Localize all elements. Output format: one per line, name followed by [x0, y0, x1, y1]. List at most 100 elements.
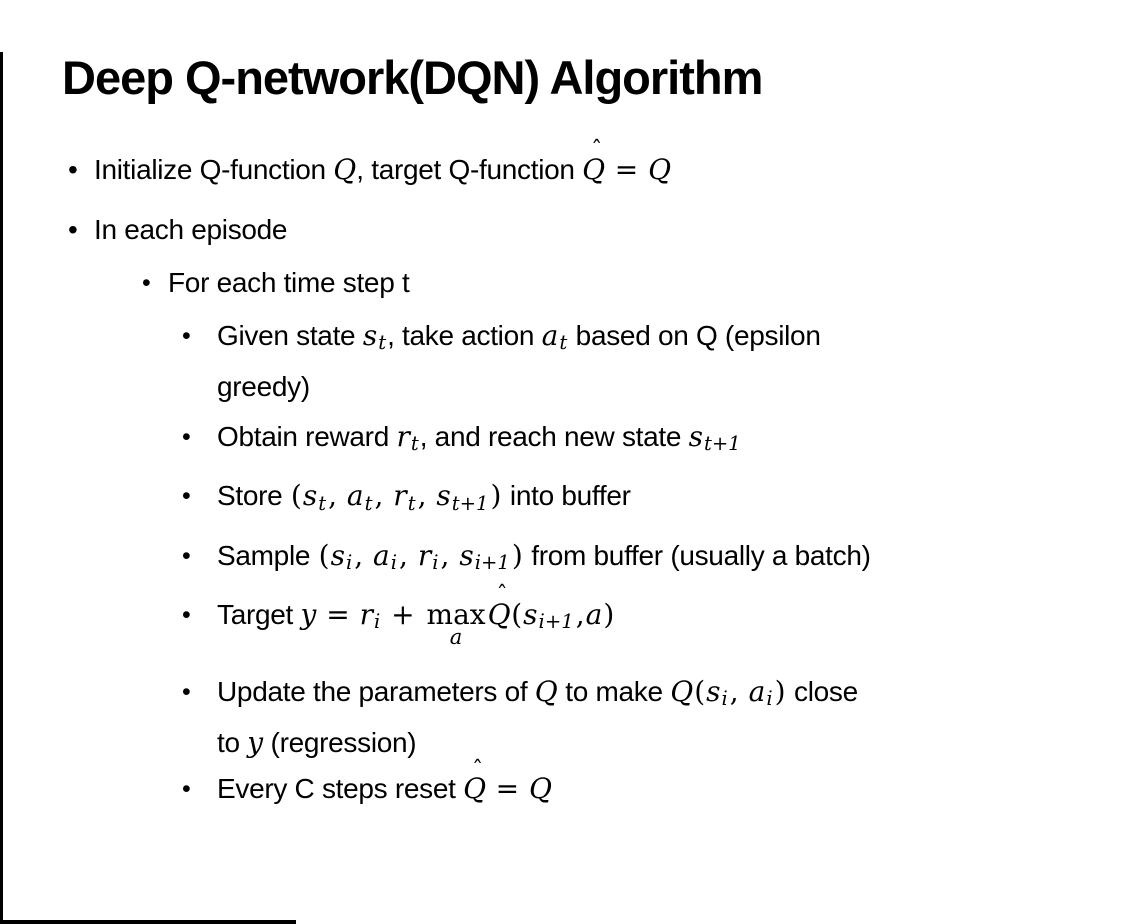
math-operator: )	[490, 479, 502, 513]
bullet-item: • In each episode	[0, 208, 1124, 252]
text-segment: into buffer	[502, 480, 631, 512]
math-variable: s	[362, 318, 378, 352]
math-variable: Q	[333, 152, 357, 186]
max-under-variable: a	[449, 624, 463, 649]
math-variable: s	[706, 675, 721, 709]
math-operator: (	[318, 538, 330, 572]
max-label: max	[426, 597, 486, 631]
text-segment: based on Q (epsilon	[568, 319, 821, 351]
math-variable: a	[541, 318, 559, 352]
bullet-item: •For each time step t	[0, 261, 1124, 305]
math-subscript: t	[364, 491, 373, 515]
math-operator: ,	[399, 538, 417, 572]
math-variable: r	[359, 597, 373, 631]
hat-icon: ˆ	[472, 756, 483, 783]
math-variable: a	[373, 538, 390, 572]
math-subscript: t	[559, 330, 568, 354]
bullet-item: • Update the parameters of Q to make Q(si…	[0, 670, 1124, 765]
math-variable: y	[247, 726, 264, 760]
bullet-item: •Given state st, take action at based on…	[0, 314, 1124, 409]
math-subscript: t+1	[451, 491, 489, 515]
math-subscript: i	[373, 610, 381, 634]
math-operator: =	[317, 597, 359, 631]
bullet-text: Initialize Q-function Q, target Q-functi…	[94, 138, 672, 192]
math-operator: )	[774, 675, 786, 709]
math-operator: )	[603, 597, 615, 631]
bullet-icon: •	[182, 541, 191, 570]
math-operator: ,	[374, 479, 393, 513]
math-operator: ,	[417, 479, 436, 513]
bullet-list: • Initialize Q-function Q, target Q-funct…	[0, 138, 1124, 812]
math-subscript: t	[378, 330, 387, 354]
bullet-text: Store (st, at, rt, st+1) into buffer	[217, 474, 631, 525]
math-variable: Q	[670, 675, 694, 709]
text-segment: Given state	[217, 319, 363, 351]
text-segment: (regression)	[263, 727, 417, 759]
math-variable: s	[436, 479, 451, 513]
bottom-edge-line	[0, 920, 296, 924]
hat-icon: ˆ	[591, 136, 602, 163]
math-variable: s	[459, 538, 474, 572]
math-variable: s	[688, 419, 703, 453]
text-segment: Sample	[217, 539, 318, 571]
text-segment: For each time step t	[168, 266, 410, 298]
math-variable: s	[302, 479, 318, 513]
text-segment: to	[217, 727, 248, 759]
math-operator: ,	[440, 538, 459, 572]
math-operator: =	[605, 152, 648, 186]
math-variable: Q	[534, 675, 558, 709]
text-segment: Every C steps reset	[217, 773, 464, 805]
math-variable: Q	[463, 772, 486, 806]
bullet-item: • Initialize Q-function Q, target Q-funct…	[0, 138, 1124, 192]
math-subscript: i	[766, 687, 773, 711]
bullet-icon: •	[68, 213, 78, 245]
math-variable: Q	[582, 152, 605, 186]
text-segment: Initialize Q-function	[94, 153, 334, 185]
math-subscript: t+1	[704, 432, 741, 456]
math-operator: ,	[729, 675, 748, 709]
bullet-icon: •	[68, 153, 78, 185]
math-subscript: t	[410, 432, 419, 456]
math-variable: r	[393, 479, 407, 513]
bullet-text: Given state st, take action at based on …	[217, 314, 821, 409]
math-operator: (	[694, 675, 706, 709]
math-variable: Q	[648, 152, 672, 186]
text-segment: close	[786, 676, 858, 708]
bullet-item: •Obtain reward rt, and reach new state s…	[0, 415, 1124, 466]
bullet-icon: •	[182, 482, 191, 511]
bullet-text: In each episode	[94, 208, 288, 252]
text-segment: Store	[217, 480, 290, 512]
math-subscript: i	[721, 687, 728, 711]
bullet-text: Update the parameters of Q to make Q(si,…	[217, 670, 858, 765]
bullet-text: Sample (si, ai, ri, si+1) from buffer (u…	[217, 534, 871, 585]
math-operator: =	[486, 772, 529, 806]
math-variable: a	[585, 597, 603, 631]
bullet-item: • Store (st, at, rt, st+1) into buffer	[0, 474, 1124, 525]
bullet-text: Obtain reward rt, and reach new state st…	[217, 415, 742, 466]
math-operator: ,	[575, 597, 585, 631]
bullet-text: For each time step t	[168, 261, 410, 305]
math-operator: ,	[328, 479, 346, 513]
math-operator: )	[511, 538, 523, 572]
bullet-icon: •	[182, 422, 191, 451]
math-variable: a	[748, 675, 766, 709]
math-variable: Q	[529, 772, 552, 806]
bullet-icon: •	[182, 775, 191, 804]
math-variable: a	[346, 479, 364, 513]
math-variable: r	[396, 419, 410, 453]
text-segment: In each episode	[94, 213, 288, 245]
math-variable: s	[523, 597, 538, 631]
slide-title: Deep Q-network(DQN) Algorithm	[62, 51, 763, 104]
math-subscript: t	[318, 491, 327, 515]
math-variable: r	[417, 538, 432, 572]
math-subscript: i+1	[538, 610, 574, 634]
math-variable: Q	[487, 597, 511, 631]
bullet-icon: •	[182, 678, 191, 707]
bullet-icon: •	[182, 321, 191, 350]
